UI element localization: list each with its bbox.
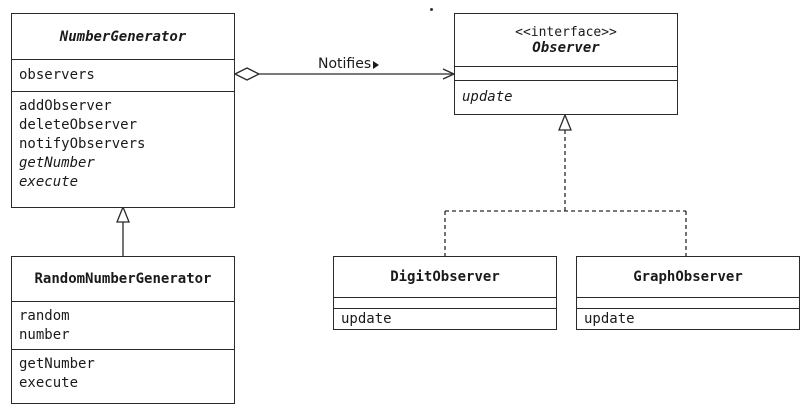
operations-section: getNumber execute bbox=[12, 349, 234, 403]
operation-add-observer: addObserver bbox=[19, 98, 112, 114]
operations-section: addObserver deleteObserver notifyObserve… bbox=[12, 91, 234, 207]
class-random-number-generator[interactable]: RandomNumberGenerator random number getN… bbox=[11, 256, 235, 404]
operation-delete-observer: deleteObserver bbox=[19, 117, 138, 133]
generalization-triangle bbox=[116, 205, 130, 223]
attributes-section bbox=[455, 66, 677, 80]
class-number-generator[interactable]: NumberGenerator observers addObserver de… bbox=[11, 13, 235, 208]
operation-execute: execute bbox=[19, 375, 79, 391]
realization-observers bbox=[444, 113, 687, 256]
attribute-observers: observers bbox=[19, 67, 95, 83]
class-title: DigitObserver bbox=[390, 269, 500, 285]
realization-triangle bbox=[558, 113, 572, 131]
class-graph-observer[interactable]: GraphObserver update bbox=[576, 256, 800, 330]
association-label: Notifies bbox=[318, 56, 372, 72]
attribute-random: random bbox=[19, 308, 70, 324]
class-digit-observer[interactable]: DigitObserver update bbox=[333, 256, 557, 330]
notifies-direction-icon bbox=[373, 61, 379, 69]
operation-update: update bbox=[341, 310, 392, 327]
operation-update: update bbox=[462, 89, 513, 105]
class-title-block: <<interface>> Observer bbox=[455, 14, 677, 66]
aggregation-diamond bbox=[233, 67, 261, 81]
attributes-section bbox=[334, 297, 556, 308]
class-title: NumberGenerator bbox=[59, 28, 187, 45]
operation-execute: execute bbox=[19, 174, 79, 190]
stereotype-label: <<interface>> bbox=[515, 24, 617, 40]
operation-get-number: getNumber bbox=[19, 155, 95, 171]
attributes-section bbox=[577, 297, 799, 308]
attributes-section: observers bbox=[12, 59, 234, 91]
aggregation-association bbox=[233, 67, 456, 81]
stray-dot bbox=[430, 8, 433, 11]
class-title: GraphObserver bbox=[633, 269, 743, 285]
operations-section: update bbox=[577, 308, 799, 329]
operations-section: update bbox=[455, 80, 677, 114]
class-title: Observer bbox=[532, 39, 600, 56]
operation-get-number: getNumber bbox=[19, 356, 95, 372]
attribute-number: number bbox=[19, 327, 70, 343]
class-title: RandomNumberGenerator bbox=[34, 271, 212, 287]
generalization-random-to-number-generator bbox=[116, 205, 130, 256]
operation-notify-observers: notifyObservers bbox=[19, 136, 146, 152]
operations-section: update bbox=[334, 308, 556, 329]
interface-observer[interactable]: <<interface>> Observer update bbox=[454, 13, 678, 115]
attributes-section: random number bbox=[12, 301, 234, 349]
operation-update: update bbox=[584, 310, 635, 327]
